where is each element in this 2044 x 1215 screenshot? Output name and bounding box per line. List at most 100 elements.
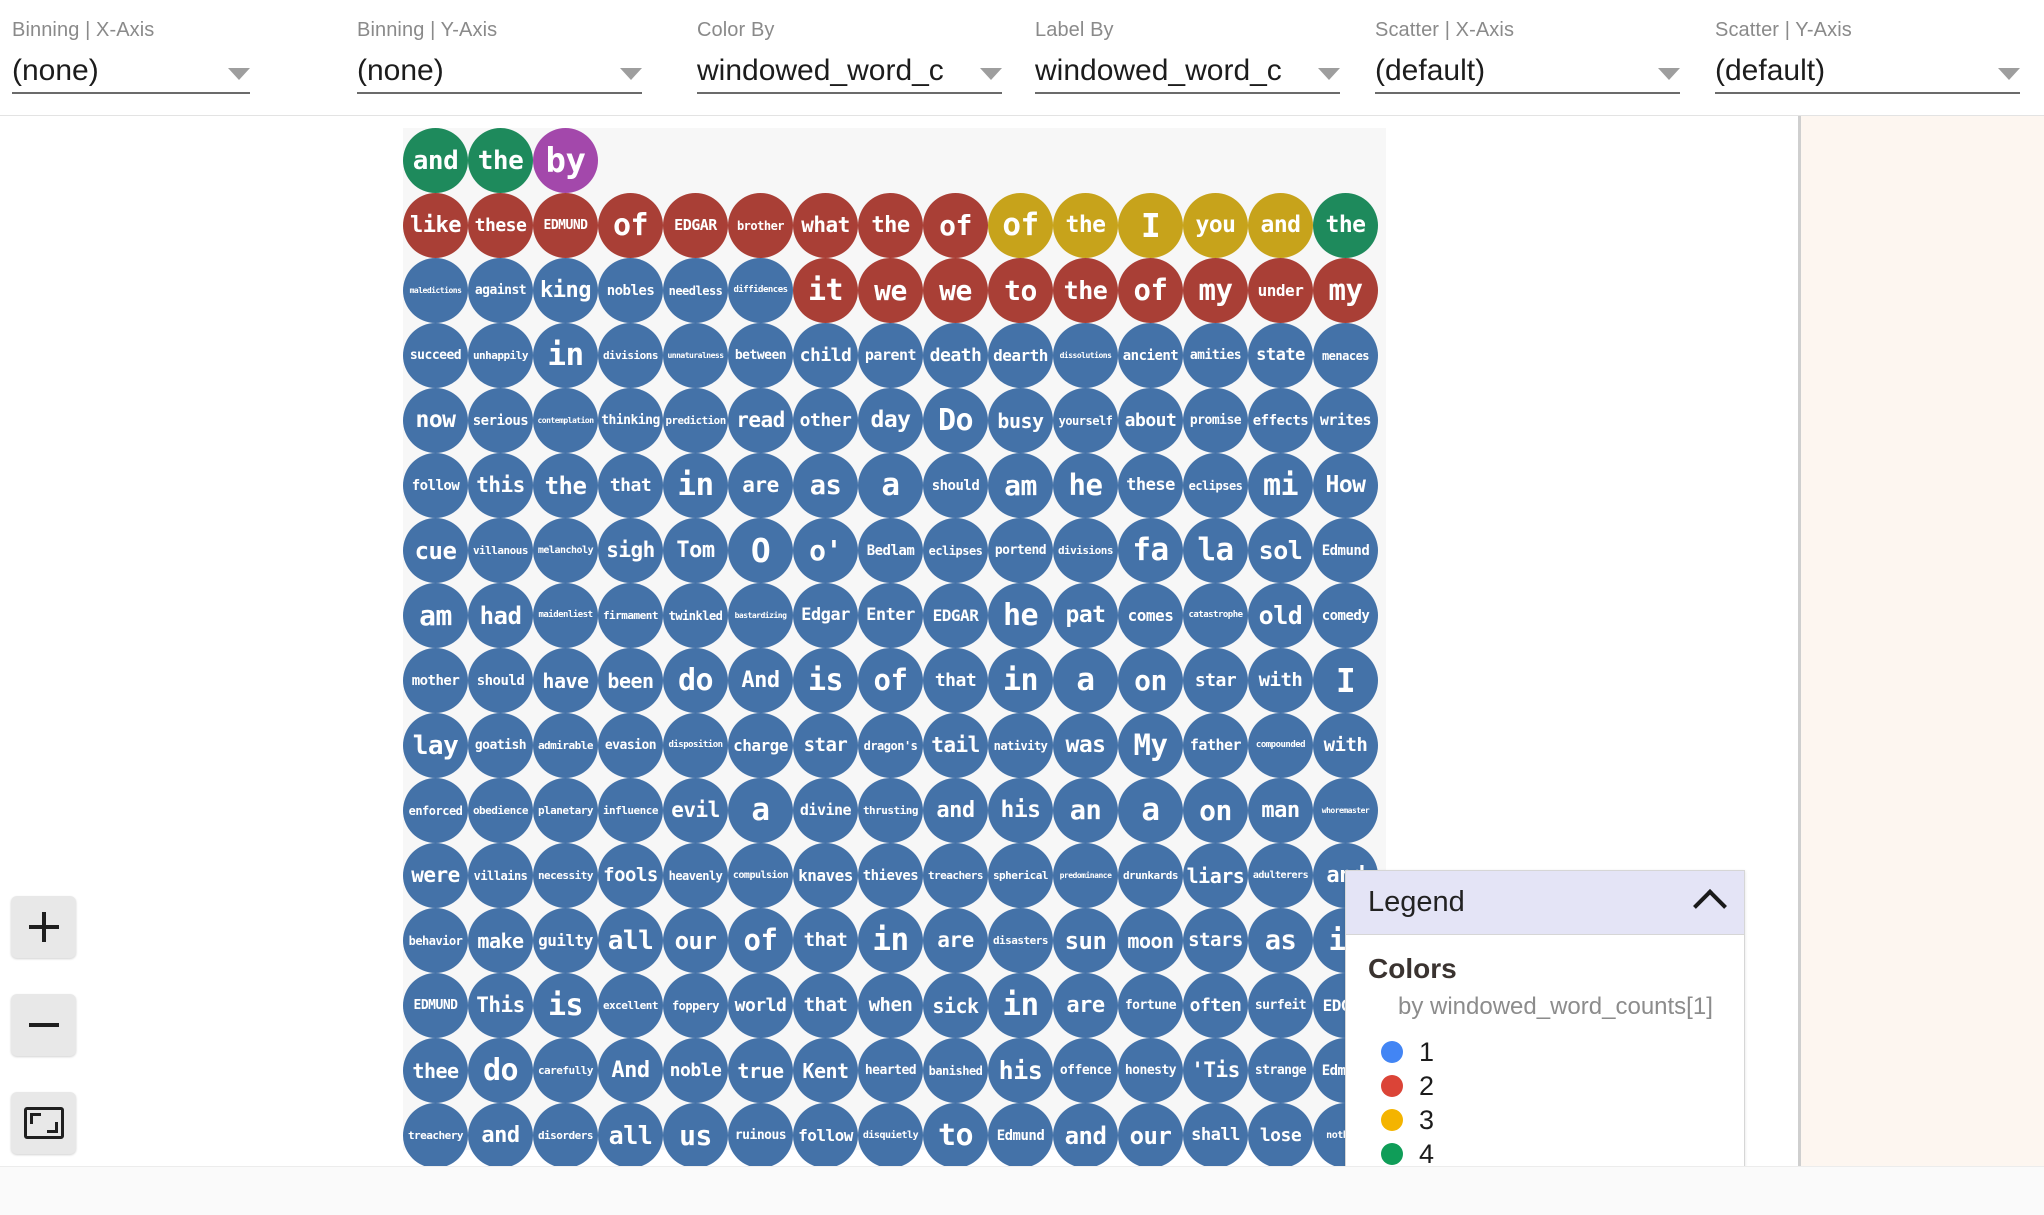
bubble-node[interactable]: fortune (1118, 973, 1183, 1038)
bubble-node[interactable]: thrusting (858, 778, 923, 843)
bubble-node[interactable]: should (468, 648, 533, 713)
bubble-node[interactable]: spherical (988, 843, 1053, 908)
bubble-node[interactable]: all (598, 908, 663, 973)
bubble-node[interactable]: portend (988, 518, 1053, 583)
bubble-node[interactable]: excellent (598, 973, 663, 1038)
bubble-node[interactable]: day (858, 388, 923, 453)
bubble-node[interactable]: Edmund (1313, 518, 1378, 583)
bubble-node[interactable]: I (1313, 648, 1378, 713)
bubble-node[interactable]: villains (468, 843, 533, 908)
bubble-node[interactable]: offence (1053, 1038, 1118, 1103)
bubble-node[interactable]: often (1183, 973, 1248, 1038)
select-field-scatter-y-axis[interactable]: Scatter | Y-Axis(default) (1715, 18, 2020, 94)
bubble-node[interactable]: lay (403, 713, 468, 778)
bubble-node[interactable]: you (1183, 193, 1248, 258)
bubble-node[interactable]: unnaturalness (663, 323, 728, 388)
bubble-node[interactable]: he (1053, 453, 1118, 518)
bubble-node[interactable]: we (858, 258, 923, 323)
bubble-node[interactable]: brother (728, 193, 793, 258)
chevron-down-icon[interactable] (228, 68, 250, 80)
bubble-node[interactable]: that (598, 453, 663, 518)
bubble-node[interactable]: an (1053, 778, 1118, 843)
bubble-node[interactable]: that (923, 648, 988, 713)
bubble-node[interactable]: This (468, 973, 533, 1038)
bubble-node[interactable]: are (1053, 973, 1118, 1038)
bubble-node[interactable]: follow (403, 453, 468, 518)
bubble-node[interactable]: shall (1183, 1103, 1248, 1166)
chevron-down-icon[interactable] (1998, 68, 2020, 80)
bubble-node[interactable]: and (1053, 1103, 1118, 1166)
bubble-node[interactable]: star (793, 713, 858, 778)
bubble-node[interactable]: villanous (468, 518, 533, 583)
bubble-node[interactable]: guilty (533, 908, 598, 973)
legend-header[interactable]: Legend (1346, 871, 1744, 935)
bubble-node[interactable]: Bedlam (858, 518, 923, 583)
bubble-node[interactable]: writes (1313, 388, 1378, 453)
bubble-node[interactable]: pat (1053, 583, 1118, 648)
bubble-node[interactable]: dissolutions (1053, 323, 1118, 388)
bubble-node[interactable]: noble (663, 1038, 728, 1103)
bubble-node[interactable]: with (1313, 713, 1378, 778)
bubble-node[interactable]: I (1118, 193, 1183, 258)
bubble-node[interactable]: with (1248, 648, 1313, 713)
bubble-node[interactable]: world (728, 973, 793, 1038)
bubble-node[interactable]: liars (1183, 843, 1248, 908)
bubble-node[interactable]: sick (923, 973, 988, 1038)
bubble-node[interactable]: cue (403, 518, 468, 583)
bubble-node[interactable]: the (533, 453, 598, 518)
bubble-node[interactable]: treachers (923, 843, 988, 908)
bubble-node[interactable]: it (793, 258, 858, 323)
bubble-node[interactable]: as (793, 453, 858, 518)
bubble-node[interactable]: whoremaster (1313, 778, 1378, 843)
bubble-node[interactable]: heavenly (663, 843, 728, 908)
bubble-node[interactable]: that (793, 973, 858, 1038)
chevron-down-icon[interactable] (1318, 68, 1340, 80)
bubble-node[interactable]: sol (1248, 518, 1313, 583)
bubble-node[interactable]: planetary (533, 778, 598, 843)
bubble-node[interactable]: thinking (598, 388, 663, 453)
bubble-node[interactable]: comes (1118, 583, 1183, 648)
bubble-node[interactable]: his (988, 1038, 1053, 1103)
select-field-scatter-x-axis[interactable]: Scatter | X-Axis(default) (1375, 18, 1680, 94)
field-control[interactable]: (default) (1715, 48, 2020, 94)
bubble-node[interactable]: effects (1248, 388, 1313, 453)
bubble-node[interactable]: stars (1183, 908, 1248, 973)
bubble-node[interactable]: tail (923, 713, 988, 778)
bubble-node[interactable]: obedience (468, 778, 533, 843)
bubble-node[interactable]: of (598, 193, 663, 258)
bubble-node[interactable]: dragon's (858, 713, 923, 778)
bubble-node[interactable]: maidenliest (533, 583, 598, 648)
bubble-node[interactable]: menaces (1313, 323, 1378, 388)
bubble-node[interactable]: enforced (403, 778, 468, 843)
bubble-node[interactable]: foppery (663, 973, 728, 1038)
bubble-node[interactable]: father (1183, 713, 1248, 778)
chevron-down-icon[interactable] (980, 68, 1002, 80)
bubble-node[interactable]: divisions (1053, 518, 1118, 583)
bubble-node[interactable]: make (468, 908, 533, 973)
bubble-node[interactable]: disquietly (858, 1103, 923, 1166)
bubble-node[interactable]: mother (403, 648, 468, 713)
bubble-node[interactable]: star (1183, 648, 1248, 713)
bubble-node[interactable]: old (1248, 583, 1313, 648)
bubble-node[interactable]: my (1183, 258, 1248, 323)
bubble-node[interactable]: disorders (533, 1103, 598, 1166)
bubble-node[interactable]: am (988, 453, 1053, 518)
bubble-node[interactable]: parent (858, 323, 923, 388)
bubble-node[interactable]: sun (1053, 908, 1118, 973)
bubble-node[interactable]: evasion (598, 713, 663, 778)
bubble-node[interactable]: behavior (403, 908, 468, 973)
bubble-node[interactable]: busy (988, 388, 1053, 453)
bubble-node[interactable]: necessity (533, 843, 598, 908)
legend-panel[interactable]: Legend Colors by windowed_word_counts[1]… (1345, 870, 1745, 1166)
bubble-node[interactable]: diffidences (728, 258, 793, 323)
bubble-node[interactable]: the (1313, 193, 1378, 258)
bubble-node[interactable]: child (793, 323, 858, 388)
bubble-node[interactable]: drunkards (1118, 843, 1183, 908)
bubble-node[interactable]: And (728, 648, 793, 713)
bubble-node[interactable]: and (923, 778, 988, 843)
bubble-node[interactable]: on (1118, 648, 1183, 713)
bubble-node[interactable]: promise (1183, 388, 1248, 453)
